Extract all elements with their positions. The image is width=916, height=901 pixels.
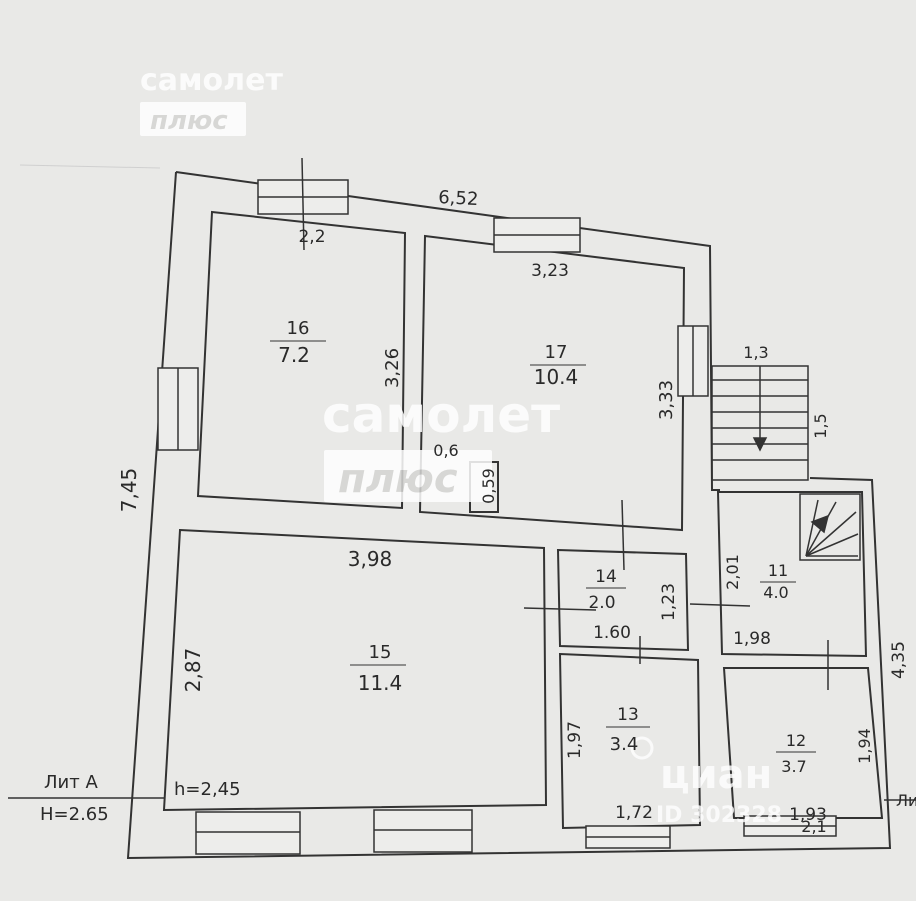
room-14-number: 14 (595, 567, 617, 587)
dim-overall-right: 4,35 (889, 641, 909, 679)
watermark-sub-center: плюс (338, 456, 458, 502)
room-13-outline (558, 652, 702, 830)
room-11-outline (716, 491, 868, 658)
watermark-brand-center: самолет (322, 386, 560, 444)
dim-room17-width: 3,23 (531, 261, 569, 281)
dim-room16-height: 3,26 (382, 348, 403, 388)
dim-stair-width: 1,3 (743, 343, 768, 362)
room-11-number: 11 (768, 561, 788, 580)
dim-closet-height: 0,59 (479, 468, 498, 504)
room-17-outline (418, 234, 686, 532)
room-13-number: 13 (617, 705, 639, 725)
room-16-area: 7.2 (278, 343, 310, 367)
watermark-sub-top: плюс (150, 106, 228, 136)
outer-stairs (711, 365, 809, 481)
dim-closet-width: 0,6 (433, 441, 458, 460)
room-16-number: 16 (287, 318, 310, 339)
watermark-cian-text: циан (660, 752, 772, 798)
faint-line (19, 164, 161, 169)
dim-room15-height: 2,87 (181, 648, 205, 693)
room-15-outline (162, 528, 548, 812)
room-15-number: 15 (369, 642, 392, 663)
watermark-center: самолет плюс (322, 386, 560, 502)
legend-lit: Лит А (44, 772, 98, 793)
dim-room12-width: 1,93 (789, 805, 827, 825)
windows (157, 179, 837, 855)
dim-room12-height: 1,94 (855, 728, 874, 764)
watermark-sub-box-center (324, 450, 492, 502)
watermark-sub-box-top (140, 102, 246, 136)
legend: Лит А H=2.65 Ли (40, 772, 916, 825)
watermark-cian-id: ID 302328 (656, 803, 782, 828)
cian-icon (630, 736, 654, 760)
room-14-area: 2.0 (588, 593, 615, 613)
legend-height: H=2.65 (40, 804, 109, 825)
spiral-stair (799, 493, 861, 561)
room-15-area: 11.4 (358, 671, 403, 695)
room-labels: 16 7.2 17 10.4 15 11.4 14 2.0 13 3.4 11 … (270, 318, 816, 776)
door-ticks (8, 157, 916, 801)
dim-room15-ceiling: h=2,45 (174, 779, 241, 800)
dim-room11-height: 2,01 (723, 554, 742, 590)
room-14-outline (556, 548, 690, 652)
dim-stair-length: 1,5 (811, 413, 830, 438)
room-17-number: 17 (545, 342, 568, 363)
room-12-outline (722, 667, 884, 819)
room-17-area: 10.4 (534, 365, 579, 389)
legend-lit-cut: Ли (896, 791, 916, 810)
dim-overall-left: 7,45 (117, 468, 141, 513)
room-12-area: 3.7 (781, 757, 806, 776)
room-11-area: 4.0 (763, 583, 788, 602)
room-12-number: 12 (786, 731, 806, 750)
dim-room13-height: 1,97 (565, 721, 585, 759)
room-16-outline (196, 210, 407, 510)
dim-room14-height: 1,23 (659, 583, 679, 621)
dim-overall-top: 6,52 (438, 187, 479, 210)
dim-room16-width: 2,2 (298, 227, 325, 247)
dimension-labels: 6,52 7,45 4,35 2,2 3,26 3,23 3,33 0,6 0,… (117, 187, 909, 836)
dim-room15-width: 3,98 (348, 547, 393, 571)
dim-room13-width: 1,72 (615, 803, 653, 823)
dim-room12-bottom: 2,1 (801, 817, 826, 836)
watermark-top: самолет плюс (140, 63, 283, 136)
dim-room14-width: 1.60 (593, 623, 631, 643)
dim-room11-width: 1,98 (733, 629, 771, 649)
dim-room17-height: 3,33 (656, 380, 677, 420)
watermark-cian: циан ID 302328 (630, 736, 782, 828)
room-13-area: 3.4 (610, 734, 639, 755)
watermark-brand-top: самолет (140, 63, 283, 98)
